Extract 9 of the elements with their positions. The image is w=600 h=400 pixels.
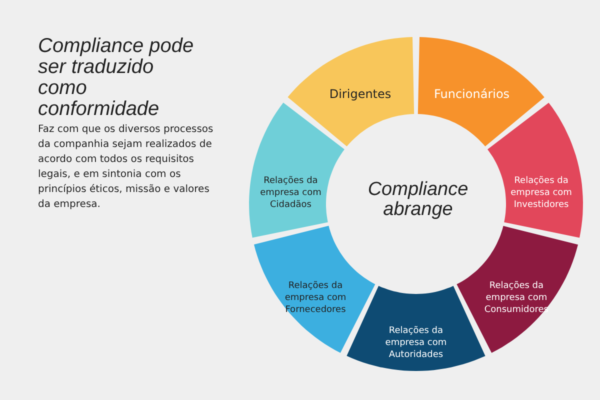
segment-label: Relações da empresa com Autoridades — [384, 325, 448, 362]
description-paragraph: Faz com que os diversos processos da companhia sejam realizados de acordo com todos os requisitos legais, e em sintonia com os princípios éticos, missão e valores da empresa. — [38, 123, 214, 212]
segment-label: Funcionários — [433, 88, 511, 100]
segment-label: Relações da empresa com Cidadãos — [259, 175, 322, 212]
segment-label: Dirigentes — [328, 88, 392, 100]
center-text: Compliance abrange — [366, 180, 470, 220]
segment-label: Relações da empresa com Fornecedores — [284, 280, 348, 316]
segment-label: Relações da empresa com Investidores — [510, 175, 573, 212]
heading: Compliance pode ser traduzido como conformidade — [38, 36, 195, 120]
